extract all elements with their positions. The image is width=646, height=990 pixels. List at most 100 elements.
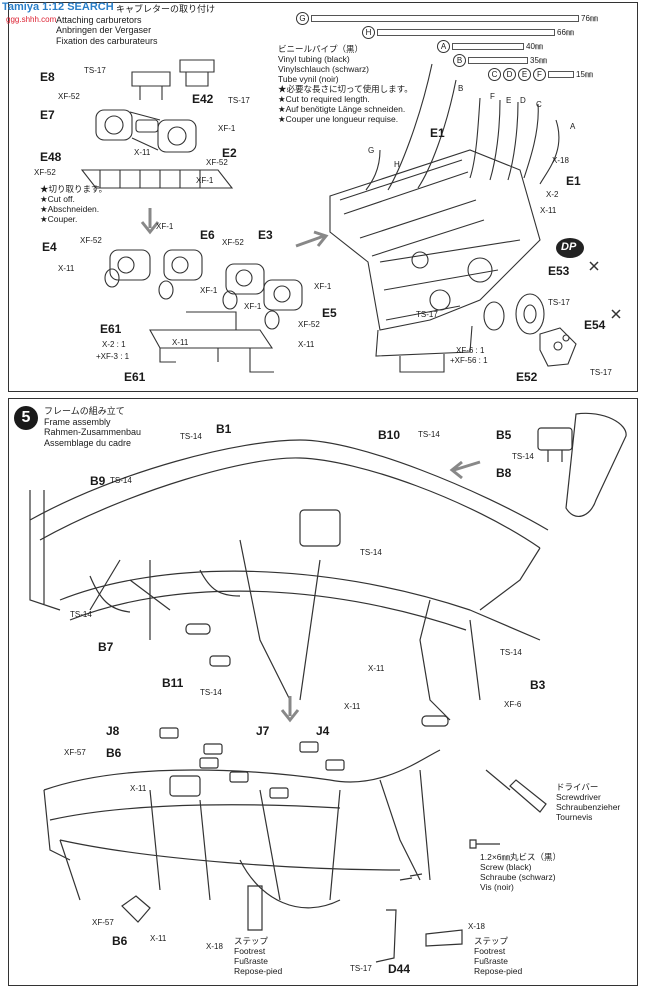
code-xf6: XF-6 [504,700,522,709]
code-ts17-b: TS-17 [228,96,250,105]
code-ts14-d: TS-14 [110,476,132,485]
step4-header: キャブレターの取り付け Attaching carburetors Anbrin… [56,4,215,46]
arrow-down-step5 [280,696,300,723]
code-xf52-c: XF-52 [34,168,56,177]
tube-c-letter: C [488,68,501,81]
code-ts17-a: TS-17 [84,66,106,75]
tube-a-letter: A [437,40,450,53]
label-e2: E2 [222,146,237,160]
tube-cdef: C D E F 15㎜ [488,68,593,81]
code-ts14-g: TS-14 [500,648,522,657]
code-ts17-d: TS-17 [590,368,612,377]
tube-note-jp: ★必要な長さに切って使用します。 [278,84,413,94]
code-xf57-b: XF-57 [92,918,114,927]
label-e6: E6 [200,228,215,242]
screw-fr: Vis (noir) [480,882,514,892]
label-j4: J4 [316,724,330,738]
tube-f-letter: F [533,68,546,81]
tube-instructions: ビニールパイプ（黒） Vinyl tubing (black) Vinylsch… [278,44,413,124]
step5-header-fr: Assemblage du cadre [44,437,132,448]
tube-cdef-length: 15㎜ [576,70,593,79]
label-e8: E8 [40,70,55,84]
tube-b-letter: B [453,54,466,67]
label-e52: E52 [516,370,538,384]
code-ts14-h: TS-14 [360,548,382,557]
label-e1-lower: E1 [566,174,581,188]
tube-note-en: ★Cut to required length. [278,94,370,104]
footrest-left-fr: Repose-pied [234,966,283,976]
code-xf1-c: XF-1 [156,222,174,231]
code-ts17: TS-17 [350,964,372,973]
footrest-left-jp: ステップ [234,936,269,946]
frame-lower-assembled [43,727,463,963]
footrest-right-fr: Repose-pied [474,966,523,976]
screw-de: Schraube (schwarz) [480,872,556,882]
tube-note-de: ★Auf benötigte Länge schneiden. [278,104,406,114]
label-b7: B7 [98,640,114,654]
code-ts14-b: TS-14 [418,430,440,439]
label-b11: B11 [162,676,184,690]
tube-title-de: Vinylschlauch (schwarz) [278,64,370,74]
step4-header-jp: キャブレターの取り付け [116,4,216,14]
code-x18-b: X-18 [468,922,485,931]
label-e61-upper: E61 [100,322,122,336]
code-xf1-a: XF-1 [218,124,236,133]
code-x18-a: X-18 [206,942,223,951]
label-j7: J7 [256,724,270,738]
label-e1-upper: E1 [430,126,445,140]
label-b9: B9 [90,474,106,488]
cut-note-en: ★Cut off. [40,194,75,204]
footrest-right-de: Fußraste [474,956,509,966]
label-b6-upper: B6 [106,746,122,760]
code-xf52-b: XF-52 [206,158,228,167]
label-e4: E4 [42,240,57,254]
code-xf56-mix: +XF-56 : 1 [450,356,488,365]
label-b6-lower: B6 [112,934,128,948]
code-ts14-a: TS-14 [180,432,202,441]
step4-header-en: Attaching carburetors [56,14,142,25]
code-xf1-e: XF-1 [314,282,332,291]
code-x2-mix: X-2 : 1 [102,340,126,349]
cut-off-note: ★切り取ります。 ★Cut off. ★Abschneiden. ★Couper… [40,184,107,224]
tube-title-en: Vinyl tubing (black) [278,54,350,64]
cut-note-de: ★Abschneiden. [40,204,100,214]
tube-g-letter: G [296,12,309,25]
tube-h-length: 66㎜ [557,28,574,37]
step4-panel [8,2,638,392]
label-b8: B8 [496,466,512,480]
label-e61-lower: E61 [124,370,146,384]
tube-d-letter: D [503,68,516,81]
tube-title-jp: ビニールパイプ（黒） [278,44,364,54]
tube-g-length: 76㎜ [581,14,598,23]
code-ts17-c: TS-17 [548,298,570,307]
tube-title-fr: Tube vynil (noir) [278,74,339,84]
code-x11-a: X-11 [134,148,151,157]
carburetor-row-middle [104,249,303,373]
code-x11-e: X-11 [172,338,189,347]
label-e53: E53 [548,264,570,278]
screw-jp: 1.2×6㎜丸ビス（黒） [480,852,562,862]
code-ts14-c: TS-14 [512,452,534,461]
footrest-left-en: Footrest [234,946,266,956]
screwdriver-jp: ドライバー [556,782,599,792]
code-xf1-b: XF-1 [196,176,214,185]
screwdriver-de: Schraubenzieher [556,802,621,812]
code-ts14-e: TS-14 [70,610,92,619]
tube-a-bar [452,43,524,50]
tube-label-b: B [458,84,464,93]
tube-label-f: F [490,92,495,101]
code-x11-a: X-11 [368,664,385,673]
tube-label-c: C [536,100,542,109]
arrow-right-step4 [295,230,329,248]
footrest-right-jp: ステップ [474,936,509,946]
label-b1: B1 [216,422,232,436]
footrest-callout-left: ステップ Footrest Fußraste Repose-pied [234,936,282,976]
code-xf52-e: XF-52 [222,238,244,247]
code-xf6-mix: XF-6 : 1 [456,346,485,355]
code-xf1-f: XF-1 [244,302,262,311]
screwdriver-en: Screwdriver [556,792,601,802]
code-x11-b: X-11 [344,702,361,711]
